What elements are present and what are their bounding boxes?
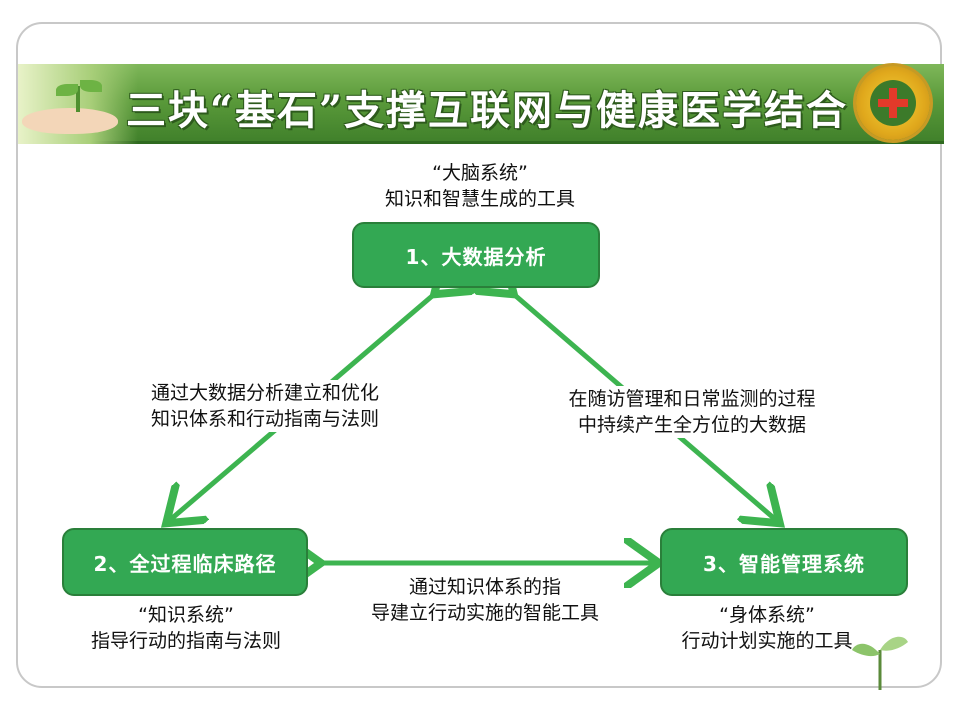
right-edge-line1: 在随访管理和日常监测的过程 xyxy=(568,388,816,410)
left-edge-line2: 知识体系和行动指南与法则 xyxy=(150,408,379,430)
page-title: 三块“基石”支撑互联网与健康医学结合 xyxy=(126,87,849,134)
bottom-edge-line2: 导建立行动实施的智能工具 xyxy=(370,602,599,624)
node-intelligent-management-label: 3、智能管理系统 xyxy=(703,551,865,576)
bottom-edge-line1: 通过知识体系的指 xyxy=(408,576,561,598)
top-node-caption: “大脑系统” 知识和智慧生成的工具 xyxy=(330,160,630,212)
top-caption-line2: 知识和智慧生成的工具 xyxy=(384,188,575,210)
node-big-data-analysis: 1、大数据分析 xyxy=(352,222,600,288)
node-intelligent-management: 3、智能管理系统 xyxy=(660,528,908,596)
left-node-caption: “知识系统” 指导行动的指南与法则 xyxy=(36,602,336,654)
top-caption-line1: “大脑系统” xyxy=(432,162,528,184)
node-clinical-pathway-label: 2、全过程临床路径 xyxy=(93,551,277,576)
left-caption-line1: “知识系统” xyxy=(138,604,234,626)
right-caption-line2: 行动计划实施的工具 xyxy=(681,630,853,652)
right-caption-line1: “身体系统” xyxy=(719,604,815,626)
left-caption-line2: 指导行动的指南与法则 xyxy=(90,630,281,652)
left-edge-line1: 通过大数据分析建立和优化 xyxy=(150,382,379,404)
hospital-emblem-icon xyxy=(856,66,930,140)
sprout-icon xyxy=(852,636,908,690)
node-big-data-analysis-label: 1、大数据分析 xyxy=(405,244,547,269)
left-edge-label: 通过大数据分析建立和优化 知识体系和行动指南与法则 xyxy=(110,380,420,432)
right-edge-label: 在随访管理和日常监测的过程 中持续产生全方位的大数据 xyxy=(530,386,854,438)
right-node-caption: “身体系统” 行动计划实施的工具 xyxy=(612,602,922,654)
title-banner: 三块“基石”支撑互联网与健康医学结合 xyxy=(18,64,944,144)
seedling-in-hands-icon xyxy=(18,64,138,144)
right-edge-line2: 中持续产生全方位的大数据 xyxy=(577,414,806,436)
bottom-edge-label: 通过知识体系的指 导建立行动实施的智能工具 xyxy=(330,574,640,626)
node-clinical-pathway: 2、全过程临床路径 xyxy=(62,528,308,596)
